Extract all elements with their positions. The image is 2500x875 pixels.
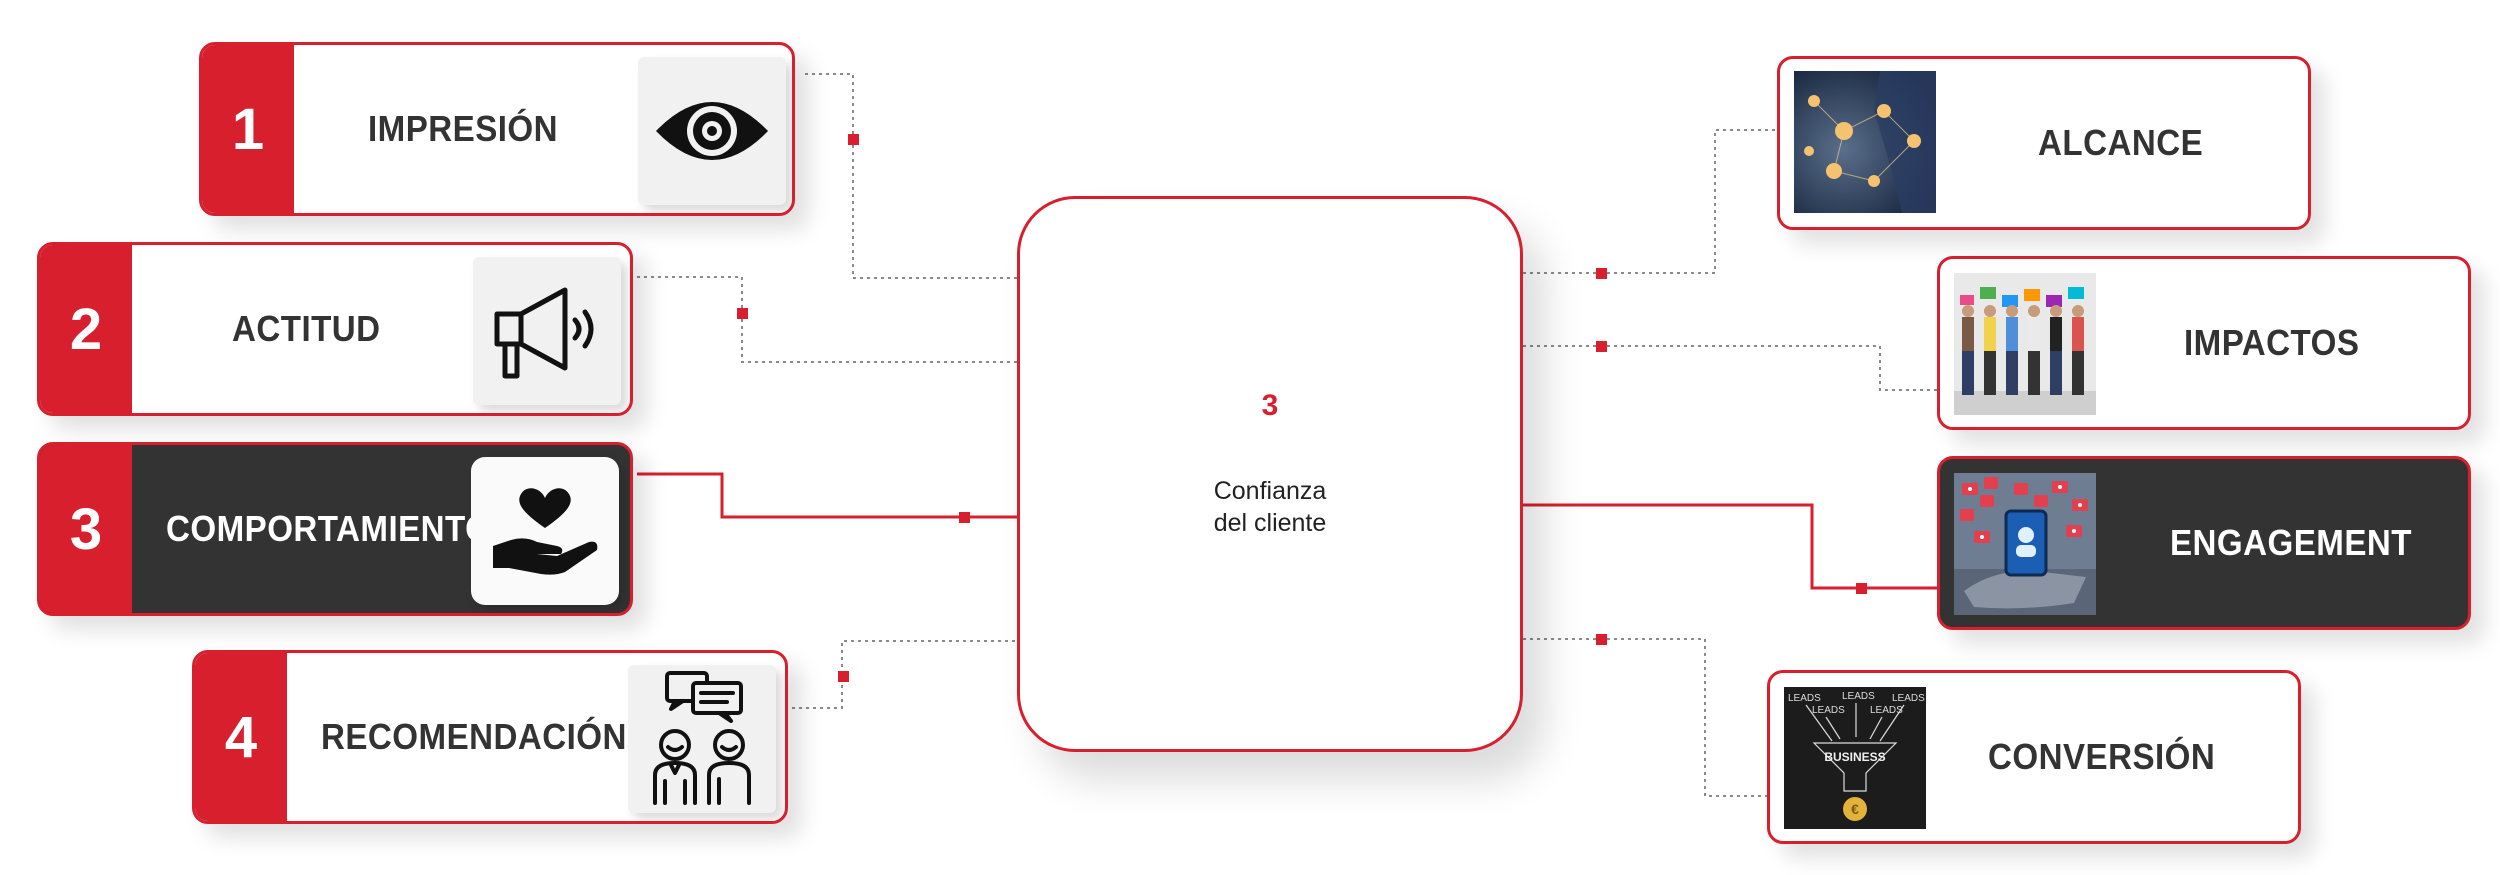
heart-hand-icon [471, 457, 619, 605]
connector-node [838, 671, 849, 682]
connector-conversion [1523, 638, 1767, 797]
connector-1 [805, 73, 1017, 279]
connector-node [1856, 583, 1867, 594]
svg-text:LEADS: LEADS [1892, 693, 1925, 704]
card-conversion: LEADS LEADS LEADS LEADS LEADS BUSINESS €… [1767, 670, 2301, 844]
eye-icon [638, 57, 786, 205]
leads-business-funnel-photo: LEADS LEADS LEADS LEADS LEADS BUSINESS € [1784, 687, 1926, 829]
card-label: ACTITUD [232, 308, 381, 349]
svg-text:LEADS: LEADS [1812, 705, 1845, 716]
card-impresion: 1 IMPRESIÓN [199, 42, 795, 216]
connector-node [959, 512, 970, 523]
connector-engagement [1523, 503, 1937, 590]
center-line2: del cliente [1213, 509, 1327, 537]
center-text: Confianza del cliente [1020, 475, 1520, 539]
card-number: 1 [202, 45, 294, 213]
connector-impactos [1523, 345, 1937, 391]
megaphone-icon [473, 257, 621, 405]
center-line1: Confianza [1213, 477, 1327, 505]
svg-text:€: € [1851, 801, 1859, 817]
svg-text:LEADS: LEADS [1870, 705, 1903, 716]
connector-alcance [1523, 129, 1777, 274]
connector-node [737, 308, 748, 319]
connector-node [1596, 268, 1607, 279]
card-label: ALCANCE [2038, 122, 2204, 163]
card-actitud: 2 ACTITUD [37, 242, 633, 416]
card-number: 3 [40, 445, 132, 613]
card-number: 2 [40, 245, 132, 413]
svg-text:BUSINESS: BUSINESS [1824, 750, 1885, 764]
card-impactos: IMPACTOS [1937, 256, 2471, 430]
center-number: 3 [1261, 389, 1279, 422]
connector-node [1596, 634, 1607, 645]
card-label: COMPORTAMIENTO [166, 508, 492, 549]
card-engagement: ENGAGEMENT [1937, 456, 2471, 630]
card-label: ENGAGEMENT [2170, 522, 2412, 563]
center-box: 3 Confianza del cliente [1017, 196, 1523, 752]
network-people-photo [1794, 71, 1936, 213]
card-number: 4 [195, 653, 287, 821]
conversation-icon [628, 665, 776, 813]
svg-text:LEADS: LEADS [1788, 693, 1821, 704]
svg-text:LEADS: LEADS [1842, 691, 1875, 702]
card-alcance: ALCANCE [1777, 56, 2311, 230]
connector-node [848, 134, 859, 145]
connector-3 [637, 472, 1017, 519]
connector-node [1596, 341, 1607, 352]
people-with-speech-bubbles-photo [1954, 273, 2096, 415]
card-label: IMPRESIÓN [368, 108, 559, 149]
card-label: IMPACTOS [2184, 322, 2360, 363]
card-label: RECOMENDACIÓN [321, 716, 627, 757]
card-recomendacion: 4 RECOMENDACIÓN [192, 650, 788, 824]
connector-4 [785, 640, 1017, 709]
phone-social-likes-photo [1954, 473, 2096, 615]
card-label: CONVERSIÓN [1988, 736, 2216, 777]
card-comportamiento: 3 COMPORTAMIENTO [37, 442, 633, 616]
connector-2 [637, 276, 1017, 363]
